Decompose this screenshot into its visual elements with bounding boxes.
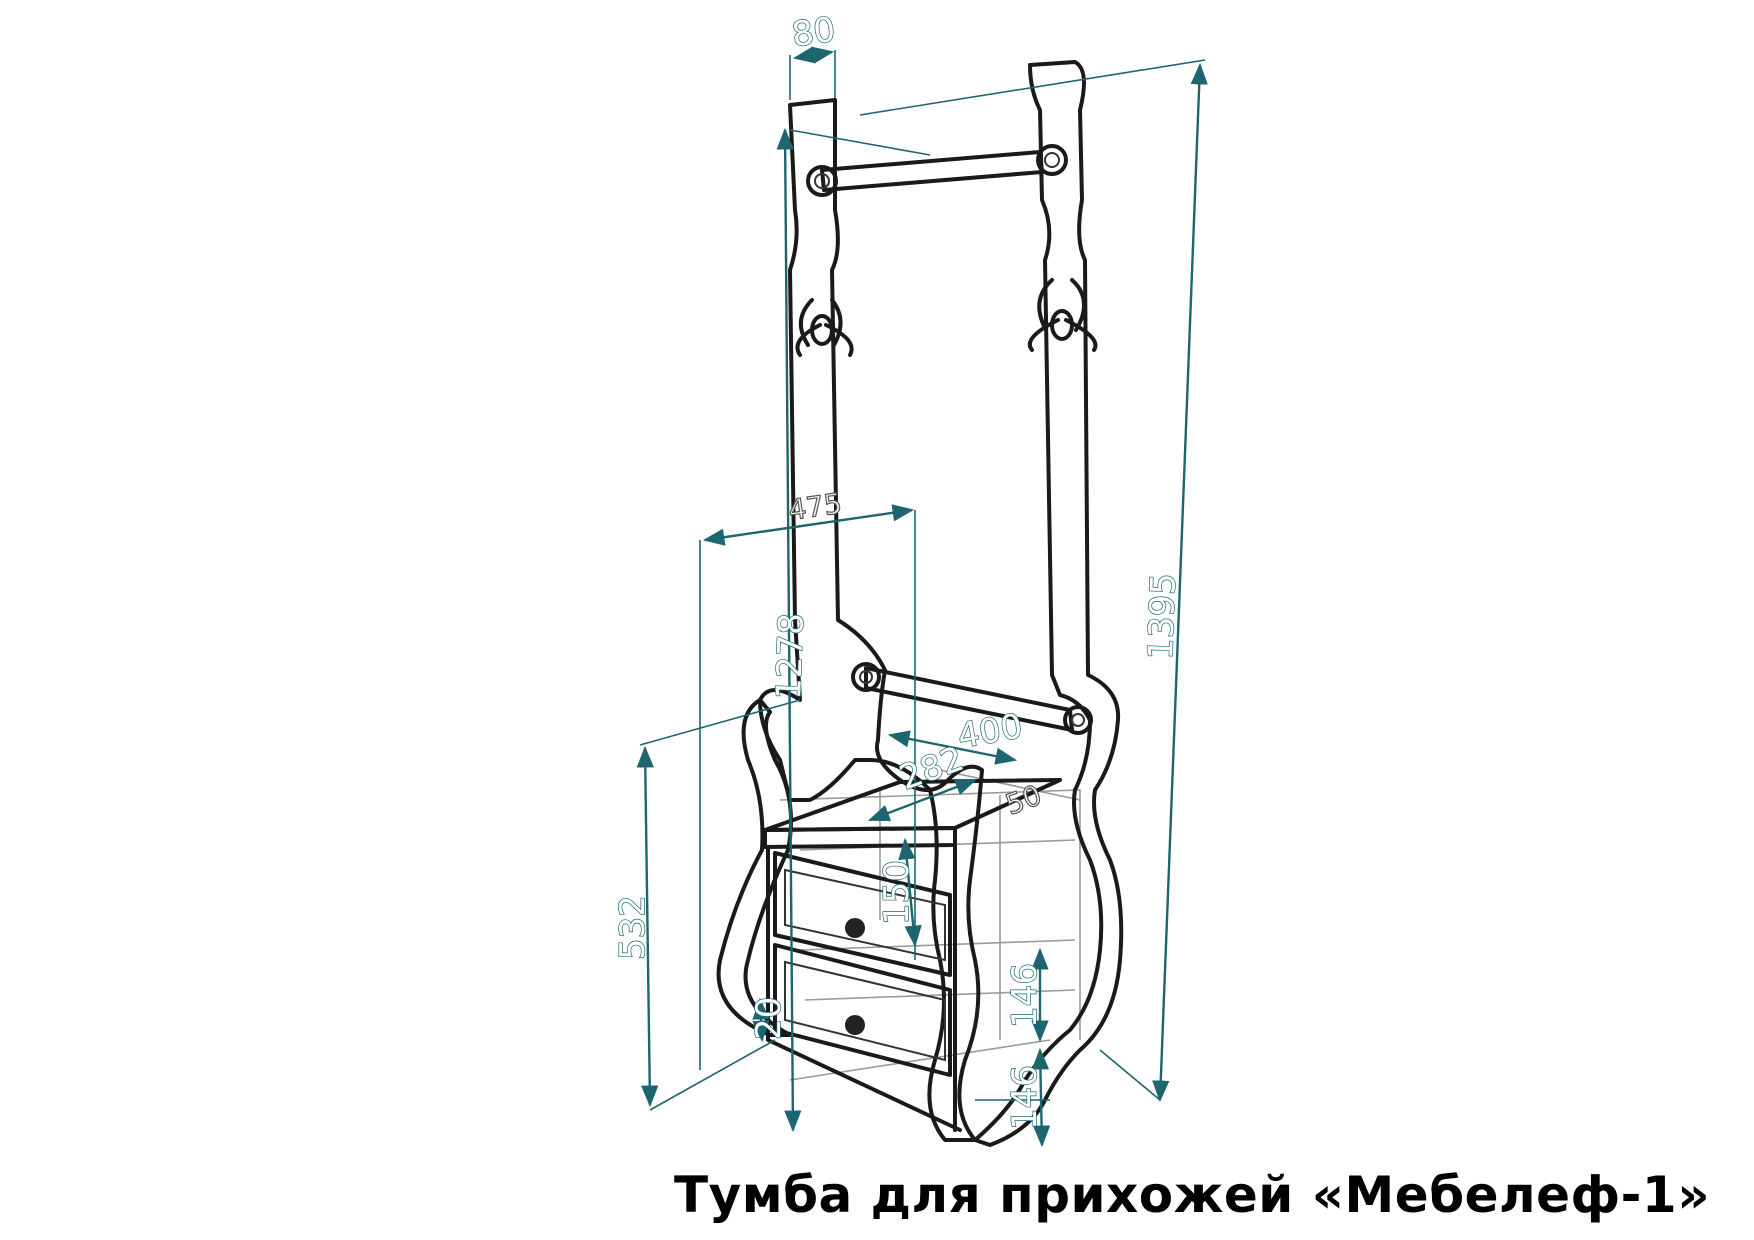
coat-hook-icon [1027,278,1098,352]
top-rail [806,144,1068,197]
dimension-lines [636,46,1208,1148]
dim-1395: 1395 [1141,572,1184,660]
dim-282: 282 [894,739,969,799]
page-title: Тумба для прихожей «Мебелеф-1» [674,1166,1710,1224]
dim-80: 80 [789,10,837,56]
dim-475: 475 [786,487,844,527]
dim-400: 400 [955,706,1026,757]
hidden-lines [779,769,1081,1081]
drawer-knob-icon [845,1015,865,1035]
dim-150: 150 [877,860,917,925]
drawer-top [773,851,952,977]
coat-hook-icon [795,298,854,357]
lower-rail [851,662,1093,735]
drawer-knob-icon [845,918,865,938]
front-left-panel [716,698,794,1037]
dim-20: 20 [749,997,789,1040]
right-side-panel [973,60,1124,1147]
dim-532: 532 [613,895,653,960]
dim-1278: 1278 [769,612,812,700]
dim-146-lower: 146 [1005,1065,1045,1130]
left-side-panel [758,98,984,1142]
dim-146-upper: 146 [1005,963,1045,1028]
